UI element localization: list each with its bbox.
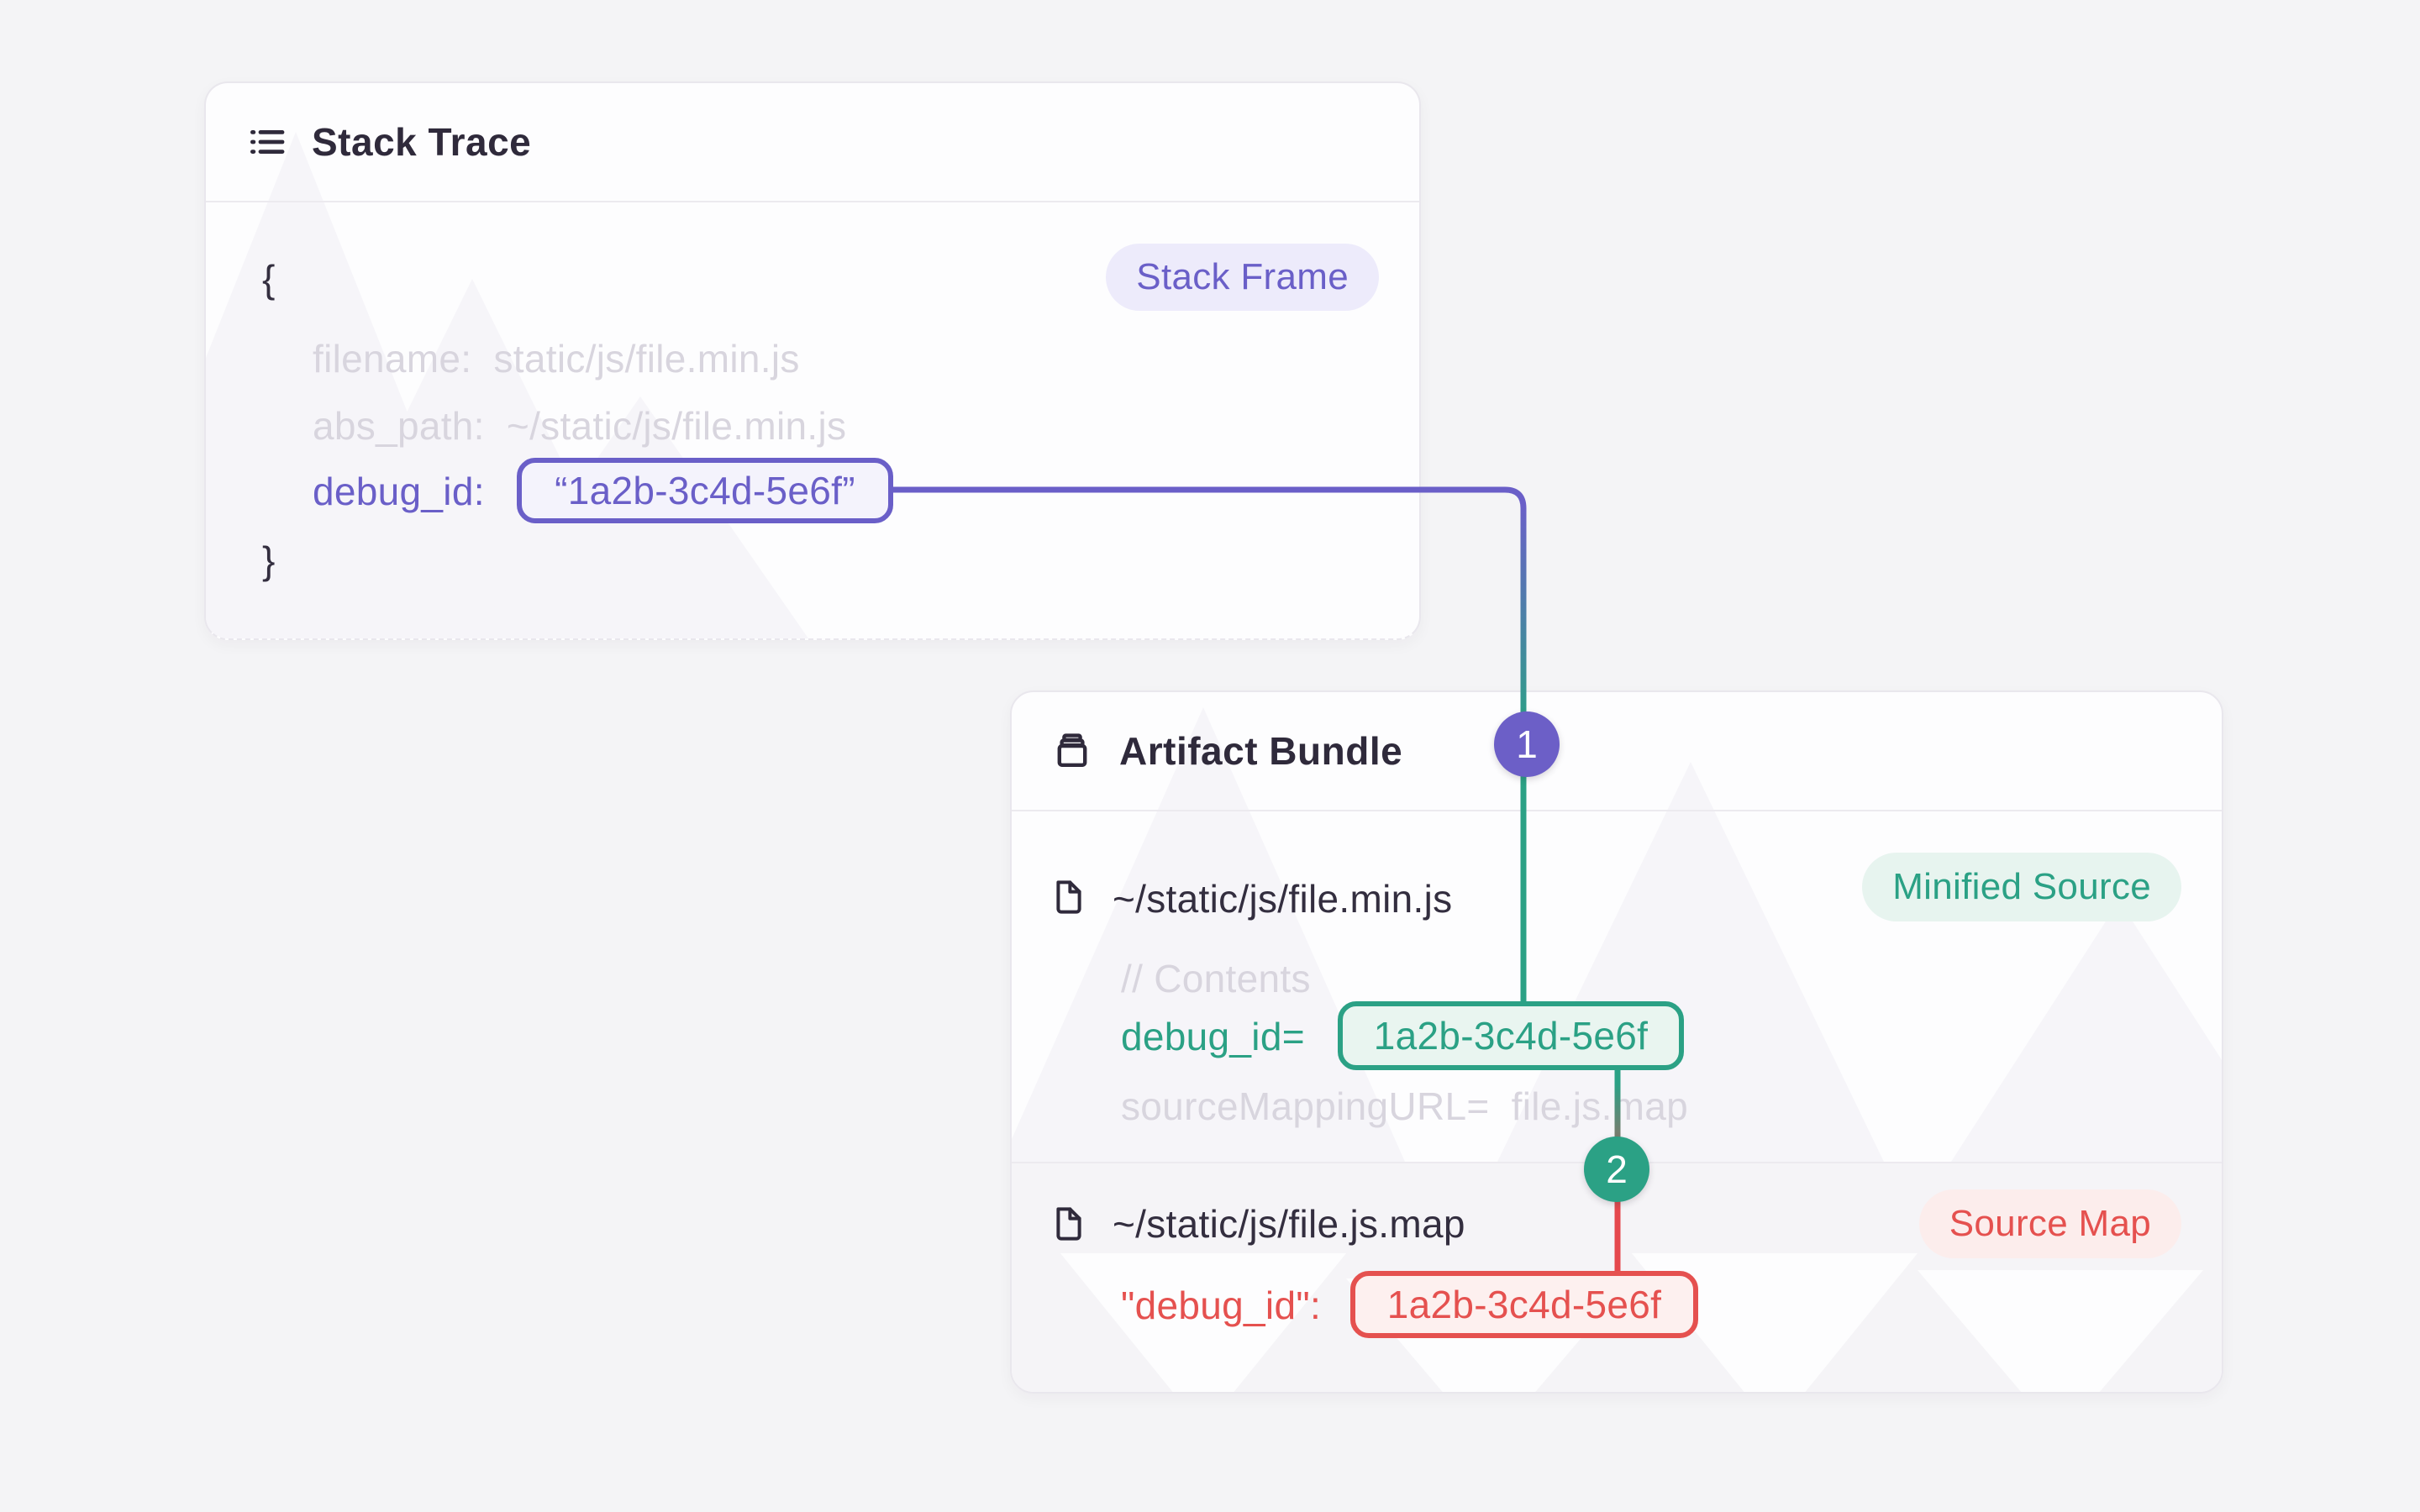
stack-debug-id-chip: “1a2b-3c4d-5e6f” (517, 458, 893, 523)
stack-trace-title: Stack Trace (312, 120, 532, 164)
step-2-badge: 2 (1584, 1137, 1649, 1202)
stack-trace-header: Stack Trace (206, 83, 1419, 202)
file-icon (1056, 880, 1081, 914)
minified-debug-id-chip: 1a2b-3c4d-5e6f (1338, 1001, 1684, 1070)
source-map-file-path: ~/static/js/file.js.map (1113, 1202, 1465, 1246)
watermark-triangle (1918, 1270, 2203, 1392)
stack-trace-card: Stack Trace { filename: static/js/file.m… (204, 81, 1421, 640)
brace-open: { (262, 257, 276, 301)
source-mapping-line: sourceMappingURL= file.js.map (1121, 1084, 1689, 1128)
sourcemap-debug-id-label: "debug_id": (1121, 1284, 1322, 1327)
abs-path-line: abs_path: ~/static/js/file.min.js (313, 404, 847, 448)
debug-id-label: debug_id: (313, 470, 485, 513)
file-icon (1056, 1207, 1081, 1241)
watermark-triangle (1951, 900, 2222, 1162)
stack-frame-badge: Stack Frame (1106, 244, 1379, 311)
brace-close: } (262, 538, 276, 582)
step-1-badge: 1 (1494, 711, 1560, 777)
source-map-badge: Source Map (1918, 1189, 2181, 1258)
minified-debug-id-label: debug_id= (1121, 1015, 1305, 1058)
filename-line: filename: static/js/file.min.js (313, 337, 800, 381)
contents-comment: // Contents (1121, 957, 1311, 1000)
archive-icon (1057, 733, 1087, 767)
artifact-bundle-header: Artifact Bundle (1012, 692, 2222, 811)
artifact-bundle-title: Artifact Bundle (1119, 729, 1403, 773)
minified-source-badge: Minified Source (1862, 853, 2181, 921)
sourcemap-debug-id-chip: 1a2b-3c4d-5e6f (1350, 1271, 1698, 1338)
minified-file-path: ~/static/js/file.min.js (1113, 877, 1453, 921)
list-icon (250, 129, 285, 154)
